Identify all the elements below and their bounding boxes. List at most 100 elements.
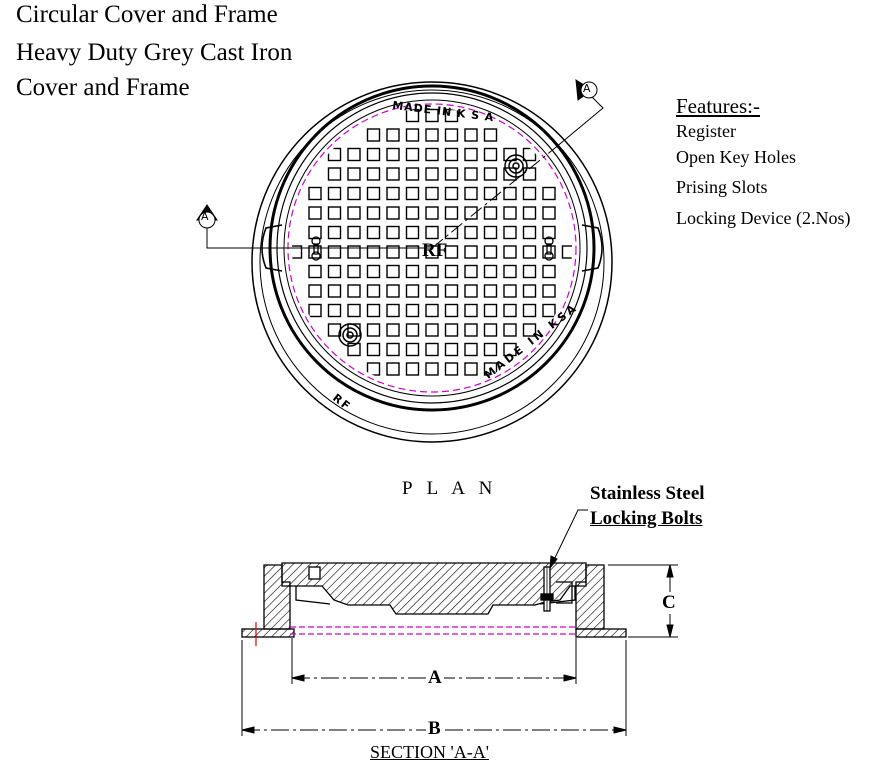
cover-rib-right [539, 586, 576, 605]
grid-cell [522, 225, 537, 240]
grid-cell [542, 225, 556, 240]
grid-cell [386, 167, 400, 181]
grid-cell [522, 206, 537, 220]
grid-cell [366, 167, 381, 181]
bolt-bracket [556, 581, 573, 604]
grid-cell [386, 186, 400, 201]
grid-cell [386, 323, 400, 337]
grid-cell [444, 245, 459, 259]
grid-cell [561, 245, 572, 259]
grid-cell [386, 245, 400, 259]
section-marker-right-label: A [583, 82, 591, 95]
grid-cell [386, 128, 400, 142]
grid-cell [444, 342, 459, 357]
grid-cell [444, 323, 459, 337]
grid-cell [308, 206, 322, 220]
grid-cell [386, 284, 400, 298]
grid-cell [405, 108, 420, 123]
keyhole-right [544, 236, 554, 261]
dimension-b-label: B [426, 718, 443, 740]
grid-cell [444, 186, 459, 201]
grid-cell [542, 245, 556, 259]
section-label: SECTION 'A-A' [370, 742, 489, 762]
grid-cell [366, 186, 381, 201]
bolt-nut [540, 593, 554, 601]
grid-cell [503, 245, 517, 259]
grid-cell [444, 147, 459, 162]
grid-cell [386, 342, 400, 357]
grid-cell [347, 264, 361, 279]
grid-cell [483, 284, 498, 298]
grid-cell [366, 342, 381, 357]
right-flange [575, 628, 627, 638]
grid-cell [503, 206, 517, 220]
grid-cell [425, 362, 439, 376]
grid-cell [425, 264, 439, 279]
grid-cell [327, 225, 342, 240]
grid-cell [464, 245, 478, 259]
grid-cell [464, 284, 478, 298]
grid-cell [464, 323, 478, 337]
grid-cell [522, 186, 537, 201]
dimension-a [291, 638, 577, 684]
grid-cell [308, 245, 322, 259]
grid-cell [522, 147, 537, 162]
grid-cell [444, 128, 459, 142]
grid-cell [503, 186, 517, 201]
grid-cell [444, 206, 459, 220]
plug-left [308, 566, 321, 580]
grid-cell [464, 147, 478, 162]
center-mark: RF [422, 240, 448, 261]
grid-cell [425, 206, 439, 220]
title-line-2: Heavy Duty Grey Cast Iron [16, 39, 293, 66]
section-marker-right [575, 79, 598, 101]
grid-cell [405, 284, 420, 298]
grid-cell [405, 186, 420, 201]
grid-cell [366, 225, 381, 240]
grid-cell [542, 186, 556, 201]
grid-cell [347, 206, 361, 220]
grid-cell [464, 206, 478, 220]
section-marker-left-label: A [201, 210, 209, 223]
grid-cell [483, 128, 498, 142]
grid-cell [327, 303, 342, 318]
grid-cell [327, 245, 342, 259]
section-view [241, 509, 678, 736]
grid-cell [503, 284, 517, 298]
grid-cell [366, 206, 381, 220]
grid-cell [366, 362, 381, 376]
plan-view [196, 79, 613, 443]
grid-cell [483, 167, 498, 181]
grid-cell [366, 323, 381, 337]
grid-cell [405, 147, 420, 162]
left-flange [241, 628, 295, 638]
title-line-3: Cover and Frame [16, 74, 190, 101]
dimension-c-label: C [662, 592, 676, 614]
grid-cell [425, 303, 439, 318]
grid-cell [522, 167, 537, 181]
grid-cell [327, 147, 342, 162]
grid-cell [347, 284, 361, 298]
feature-item: Prising Slots [676, 177, 768, 197]
frame-outer-circle [251, 81, 613, 443]
frame-inner-circle [259, 89, 605, 435]
grid-cell [464, 303, 478, 318]
grid-cell [405, 128, 420, 142]
section-line-a-a [206, 91, 604, 249]
grid-cell [386, 362, 400, 376]
grid-cell [483, 206, 498, 220]
feature-item: Register [676, 121, 736, 141]
grid-cell [366, 245, 381, 259]
grid-cell [425, 108, 439, 123]
lug-right [581, 224, 603, 272]
plan-label: P L A N [402, 478, 498, 499]
grid-cell [522, 245, 537, 259]
grid-cell [386, 303, 400, 318]
grid-cell [308, 284, 322, 298]
locking-device-top [504, 154, 528, 178]
grid-cell [425, 167, 439, 181]
grid-cell [405, 303, 420, 318]
keyhole-left [311, 236, 321, 261]
grid-cell [327, 284, 342, 298]
